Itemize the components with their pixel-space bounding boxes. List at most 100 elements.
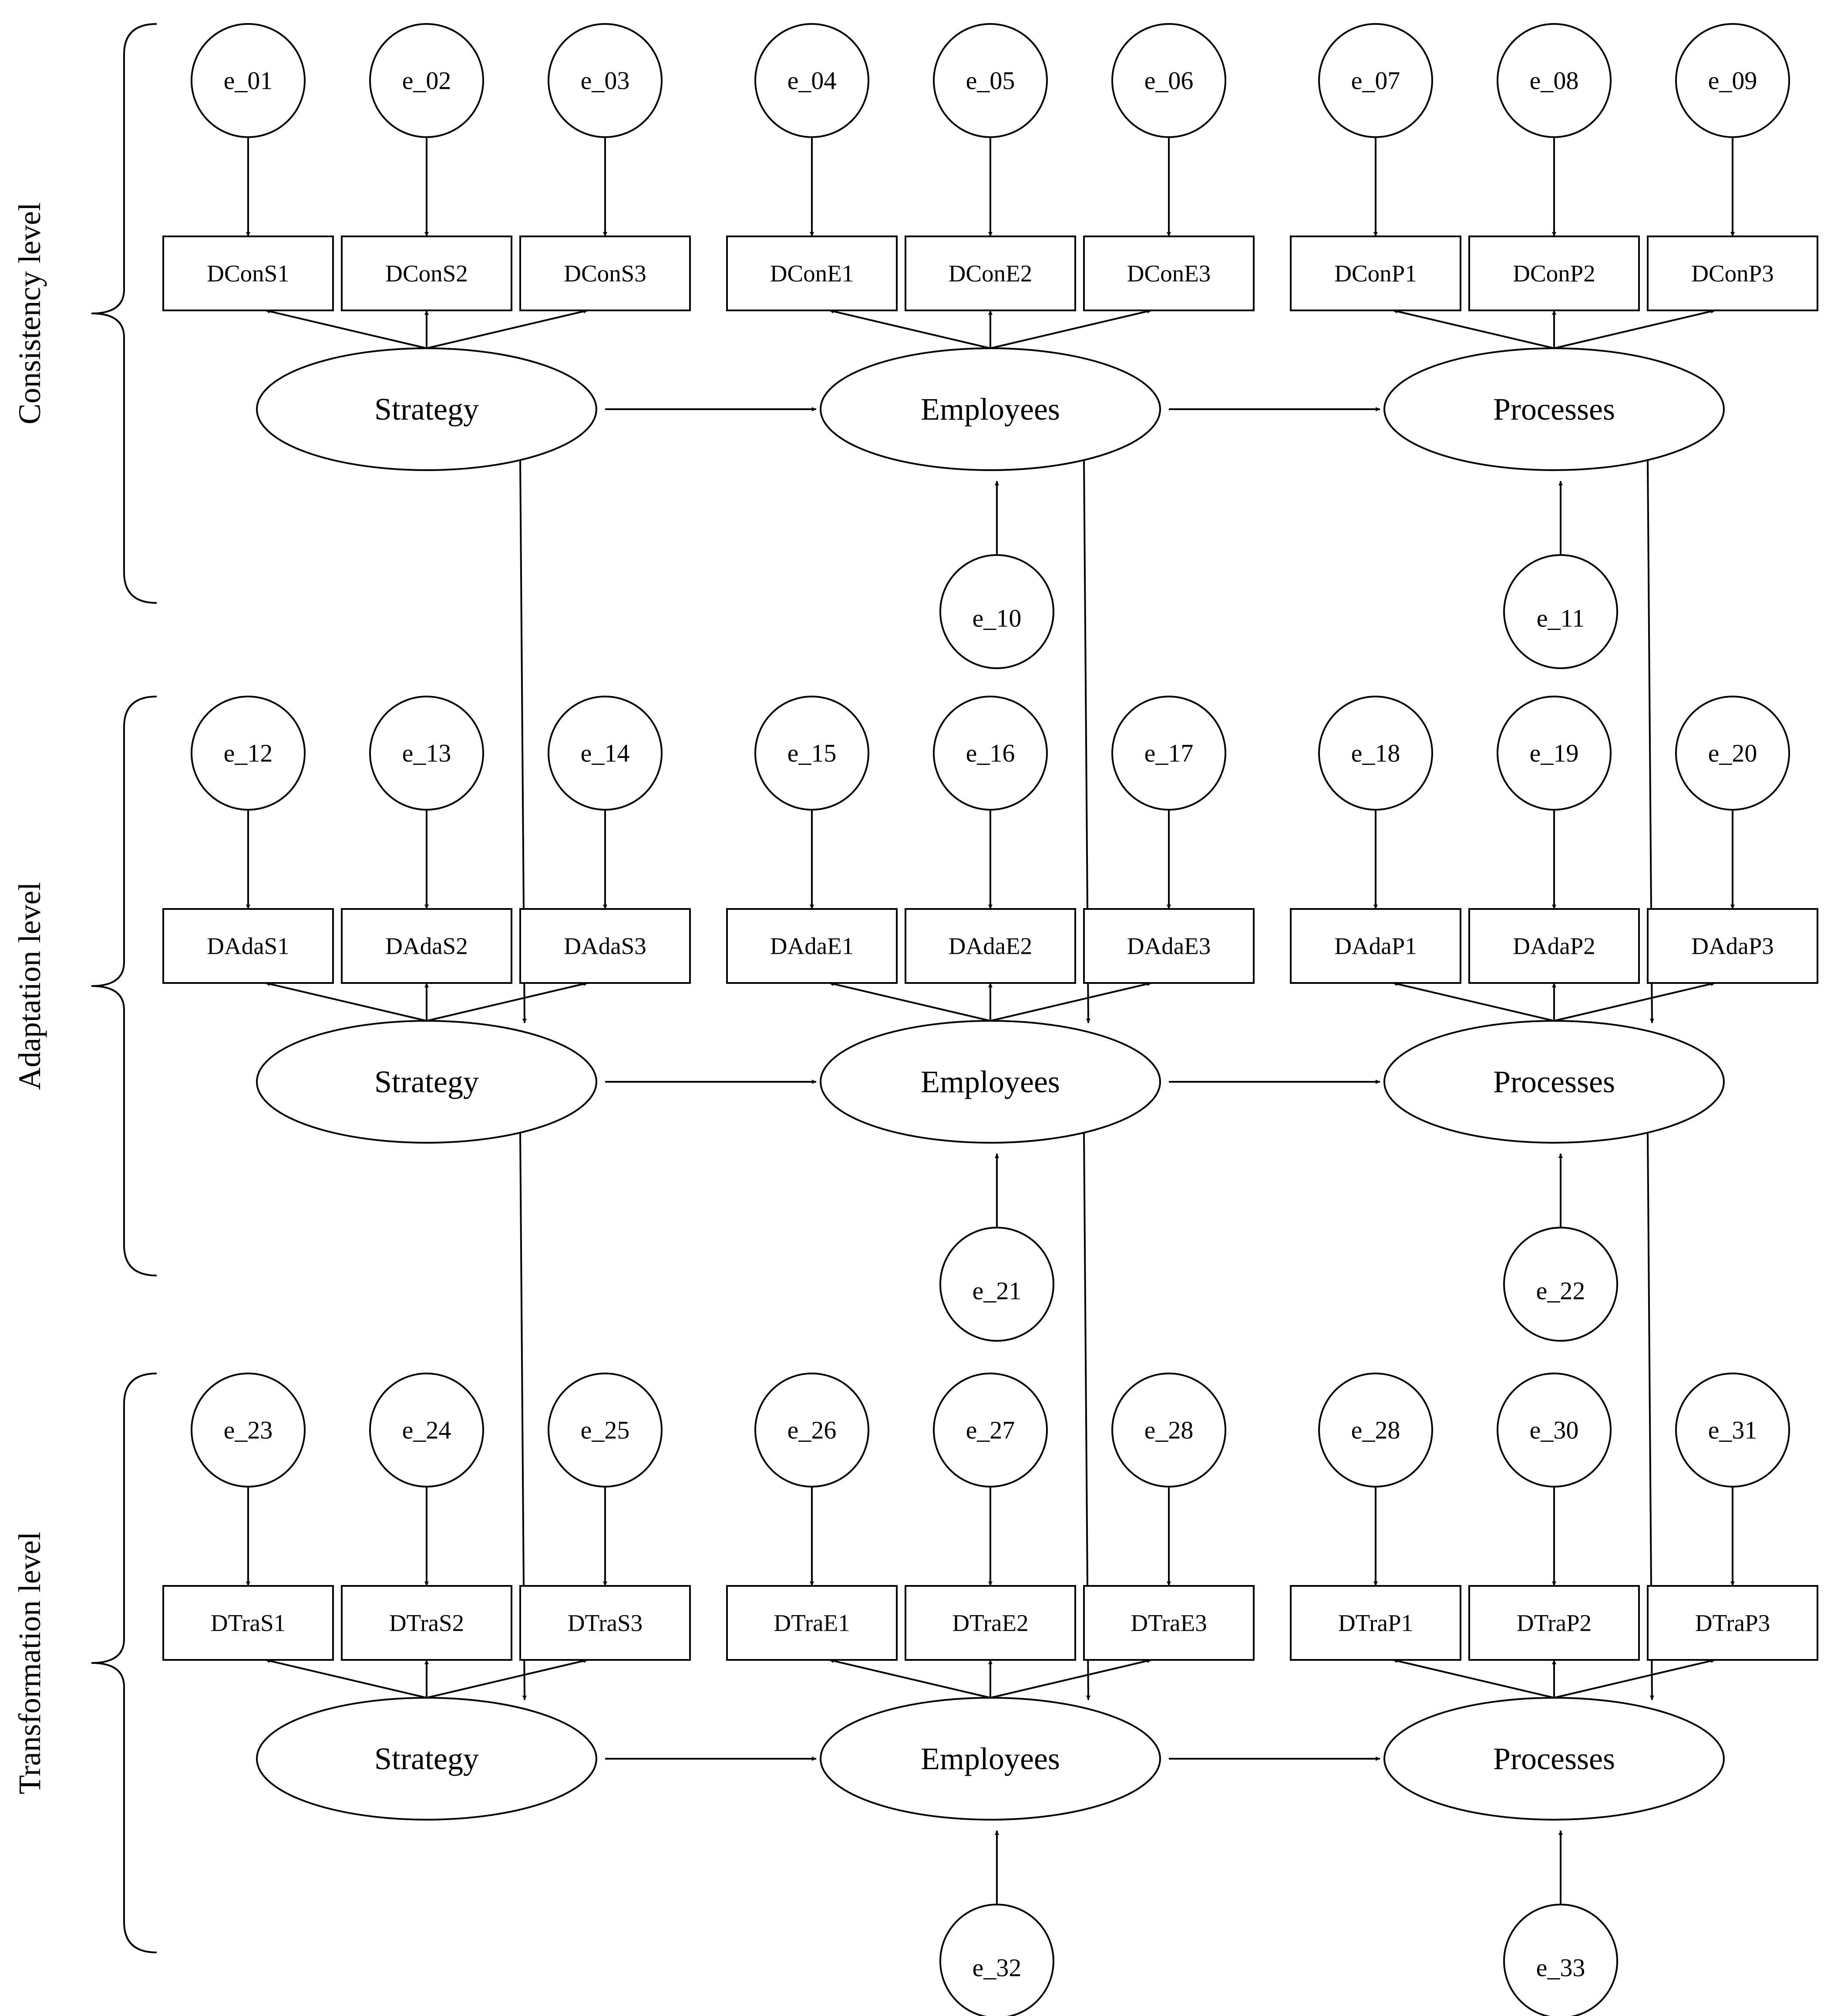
error-term-label: e_08 <box>1530 67 1579 95</box>
indicator-box <box>726 1585 898 1661</box>
consistency-strategy-loading-arrow-1 <box>265 309 427 349</box>
error-term-circle <box>1318 1373 1433 1488</box>
consistency-processes-loading-arrow-3 <box>1554 309 1716 349</box>
error-term-circle <box>1111 1373 1226 1488</box>
disturbance-circle <box>1503 1904 1618 2016</box>
adaptation-processes-latent-label: Processes <box>1493 1064 1615 1099</box>
disturbance-circle <box>1503 1227 1618 1342</box>
indicator-box <box>162 1585 334 1661</box>
adaptation-processes-loading-arrow-3 <box>1554 982 1716 1022</box>
error-term-label: e_27 <box>966 1416 1015 1444</box>
indicator-label: DTraE2 <box>952 1610 1028 1636</box>
error-term-circle <box>369 696 484 811</box>
indicator-label: DConS1 <box>207 260 289 287</box>
indicator-box <box>905 1585 1076 1661</box>
transformation-processes-latent <box>1383 1697 1725 1821</box>
error-term-label: e_31 <box>1708 1416 1757 1444</box>
indicator-box <box>1647 236 1818 311</box>
error-term-circle <box>1318 696 1433 811</box>
indicator-box <box>1647 1585 1818 1661</box>
disturbance-label: e_33 <box>1536 1954 1585 1982</box>
error-term-circle <box>1497 696 1612 811</box>
error-term-circle <box>1675 1373 1790 1488</box>
adaptation-level-bracket <box>91 696 157 1276</box>
error-term-circle <box>933 696 1048 811</box>
transformation-strategy-latent-label: Strategy <box>374 1741 479 1776</box>
disturbance-circle <box>939 1904 1054 2016</box>
indicator-box <box>519 908 691 984</box>
error-term-label: e_06 <box>1144 67 1194 95</box>
indicator-box <box>726 908 898 984</box>
consistency-employees-latent <box>820 347 1161 471</box>
error-term-label: e_28 <box>1351 1416 1400 1444</box>
indicator-box <box>1468 236 1640 311</box>
consistency-level-bracket <box>91 23 157 604</box>
disturbance-label: e_22 <box>1536 1277 1585 1305</box>
error-term-label: e_03 <box>581 67 630 95</box>
indicator-box <box>1290 1585 1461 1661</box>
error-term-circle <box>1111 696 1226 811</box>
indicator-label: DTraP2 <box>1517 1610 1592 1636</box>
adaptation-processes-latent <box>1383 1020 1725 1144</box>
disturbance-circle <box>1503 554 1618 669</box>
error-term-circle <box>548 696 663 811</box>
indicator-label: DTraE1 <box>774 1610 850 1636</box>
error-term-label: e_04 <box>787 67 837 95</box>
transformation-employees-latent-label: Employees <box>921 1741 1060 1776</box>
disturbance-circle <box>939 554 1054 669</box>
indicator-label: DTraE3 <box>1131 1610 1207 1636</box>
error-term-label: e_15 <box>787 739 837 767</box>
consistency-strategy-loading-arrow-3 <box>426 309 588 349</box>
indicator-box <box>341 1585 512 1661</box>
adaptation-employees-loading-arrow-3 <box>990 982 1152 1022</box>
adaptation-strategy-loading-arrow-1 <box>265 982 427 1022</box>
indicator-box <box>1083 908 1255 984</box>
indicator-box <box>1468 1585 1640 1661</box>
consistency-strategy-latent <box>256 347 597 471</box>
error-term-label: e_25 <box>581 1416 630 1444</box>
error-term-label: e_18 <box>1351 739 1400 767</box>
error-term-label: e_09 <box>1708 67 1757 95</box>
adaptation-strategy-latent <box>256 1020 597 1144</box>
indicator-label: DTraS2 <box>389 1610 464 1636</box>
disturbance-label: e_11 <box>1537 604 1585 633</box>
consistency-processes-loading-arrow-1 <box>1393 309 1555 349</box>
indicator-box <box>341 236 512 311</box>
consistency-processes-latent-label: Processes <box>1493 392 1615 427</box>
transformation-level-label: Transformation level <box>12 1531 47 1794</box>
error-term-circle <box>1318 23 1433 138</box>
error-term-circle <box>933 23 1048 138</box>
error-term-label: e_07 <box>1351 67 1400 95</box>
disturbance-circle <box>939 1227 1054 1342</box>
indicator-label: DAdaS2 <box>385 933 468 959</box>
consistency-employees-loading-arrow-3 <box>990 309 1152 349</box>
adaptation-processes-loading-arrow-1 <box>1393 982 1555 1022</box>
indicator-box <box>905 908 1076 984</box>
disturbance-label: e_10 <box>973 604 1022 633</box>
consistency-processes-latent <box>1383 347 1725 471</box>
indicator-label: DTraS3 <box>568 1610 643 1636</box>
error-term-label: e_24 <box>402 1416 451 1444</box>
indicator-box <box>341 908 512 984</box>
error-term-circle <box>191 1373 306 1488</box>
error-term-circle <box>1497 23 1612 138</box>
indicator-box <box>519 236 691 311</box>
indicator-label: DConE3 <box>1127 260 1211 287</box>
error-term-label: e_05 <box>966 67 1015 95</box>
error-term-label: e_20 <box>1708 739 1757 767</box>
indicator-label: DConP3 <box>1691 260 1774 287</box>
error-term-circle <box>548 1373 663 1488</box>
error-term-circle <box>754 696 869 811</box>
indicator-label: DAdaS1 <box>207 933 289 959</box>
error-term-label: e_28 <box>1144 1416 1194 1444</box>
transformation-strategy-latent <box>256 1697 597 1821</box>
consistency-level-label: Consistency level <box>12 202 47 424</box>
transformation-employees-latent <box>820 1697 1161 1821</box>
error-term-circle <box>191 696 306 811</box>
indicator-label: DAdaS3 <box>564 933 646 959</box>
transformation-employees-loading-arrow-1 <box>829 1659 991 1699</box>
indicator-label: DConE2 <box>949 260 1033 287</box>
error-term-circle <box>1111 23 1226 138</box>
error-term-circle <box>754 23 869 138</box>
